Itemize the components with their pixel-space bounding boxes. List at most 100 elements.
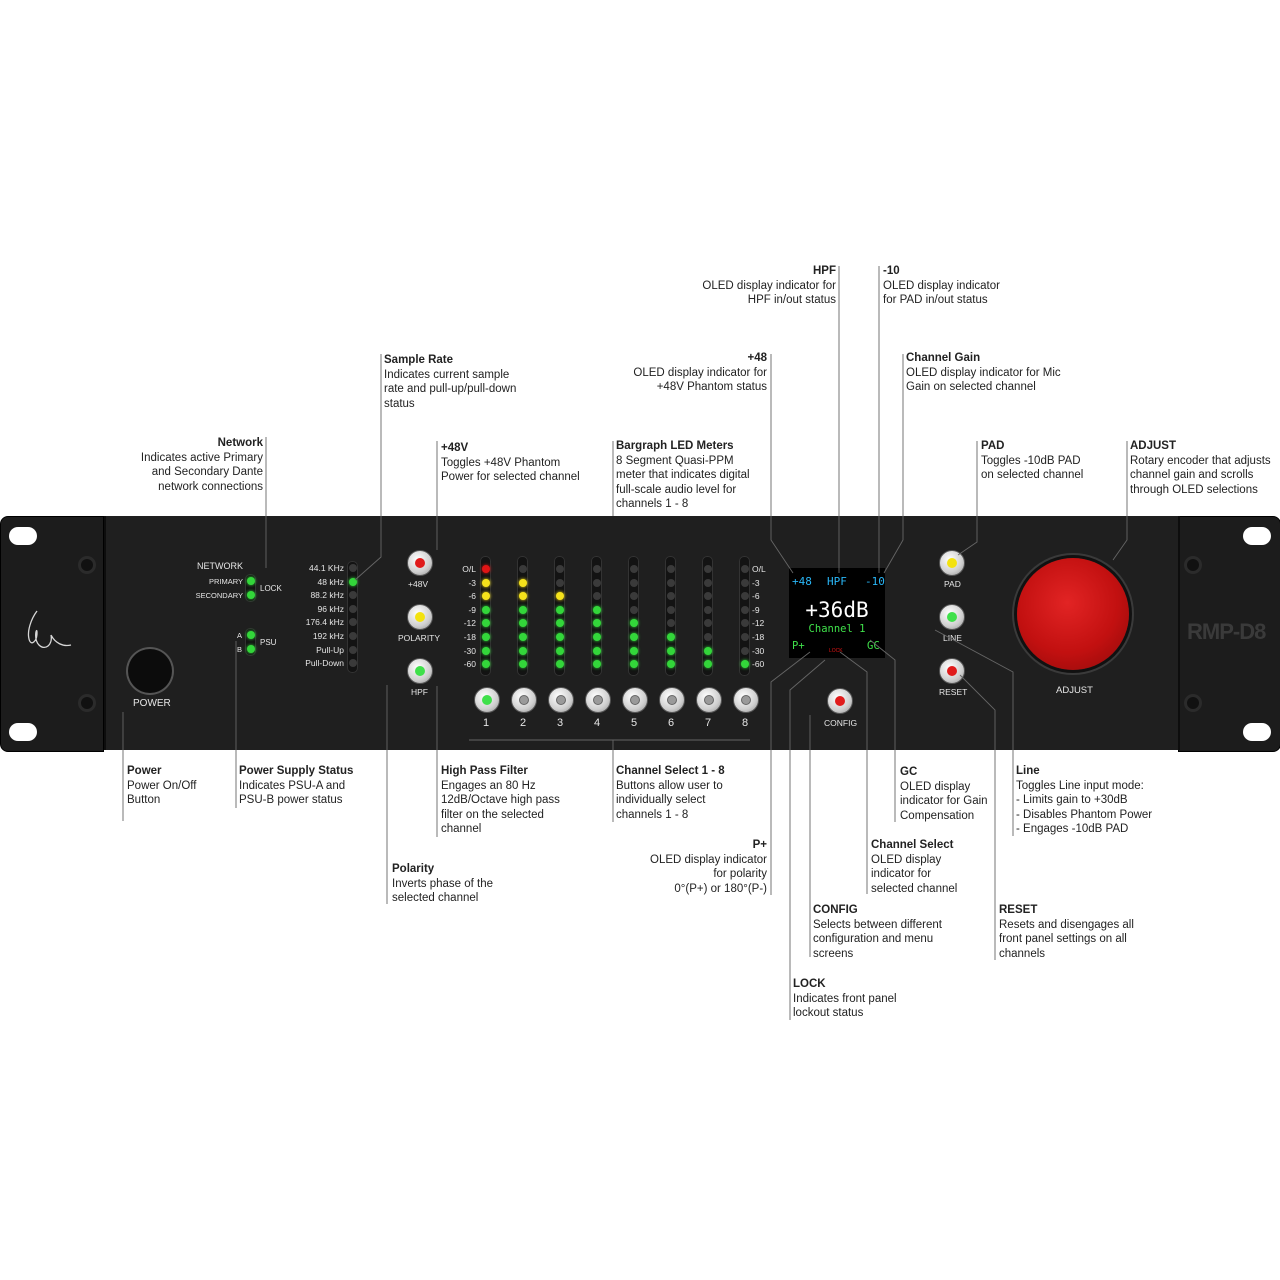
channel-select-button-3[interactable]	[548, 687, 574, 713]
rack-slot	[1243, 527, 1271, 545]
channel-number: 1	[482, 717, 490, 729]
meter-strip	[480, 556, 491, 676]
phantom-48v-button[interactable]	[407, 550, 433, 576]
meter-led	[593, 646, 601, 655]
meter-led	[630, 646, 638, 655]
channel-select-button-5[interactable]	[622, 687, 648, 713]
polarity-button[interactable]	[407, 604, 433, 630]
meter-led	[741, 619, 749, 628]
meter-scale-label-left: O/L	[462, 564, 476, 574]
meter-led	[741, 646, 749, 655]
power-label: POWER	[133, 698, 171, 709]
meter-led	[741, 605, 749, 614]
adjust-knob[interactable]	[1017, 558, 1129, 670]
oled-lock: LOCK	[829, 648, 843, 654]
rack-slot	[9, 723, 37, 741]
channel-select-led	[667, 695, 677, 705]
config-button[interactable]	[827, 688, 853, 714]
psu-b-led	[247, 645, 255, 653]
meter-led	[704, 578, 712, 587]
meter-led	[667, 578, 675, 587]
meter-strip	[554, 556, 565, 676]
sample-rate-label: Pull-Down	[305, 658, 344, 669]
meter-led	[556, 578, 564, 587]
reset-button[interactable]	[939, 658, 965, 684]
sample-rate-led	[349, 564, 357, 572]
primary-led	[247, 577, 255, 585]
model-name: RMP-D8	[1187, 619, 1266, 644]
meter-strip	[702, 556, 713, 676]
channel-select-led	[482, 695, 492, 705]
meter-led	[482, 619, 490, 628]
annotation-polarity-indicator: P+OLED display indicator for polarity 0°…	[650, 839, 767, 895]
oled-polarity: P+	[792, 640, 805, 652]
left-rack-ear	[0, 516, 104, 752]
meter-led	[667, 592, 675, 601]
channel-select-button-7[interactable]	[696, 687, 722, 713]
meter-led	[741, 565, 749, 573]
meter-led	[667, 605, 675, 614]
screw-icon	[1187, 559, 1199, 571]
meter-led	[630, 660, 638, 669]
psu-a-led	[247, 631, 255, 639]
network-led-strip	[245, 574, 256, 602]
sample-rate-led	[349, 591, 357, 600]
oled-gc: GC	[867, 640, 880, 652]
meter-scale-label-right: -18	[752, 632, 765, 642]
psu-label: PSU	[260, 638, 277, 647]
meter-led	[593, 633, 601, 641]
sample-rate-led	[349, 645, 357, 654]
meter-led	[704, 660, 712, 669]
channel-select-led	[741, 695, 751, 705]
channel-select-button-2[interactable]	[511, 687, 537, 713]
meter-led	[593, 660, 601, 669]
meter-led	[630, 605, 638, 614]
meter-led	[630, 619, 638, 628]
line-label: LINE	[943, 633, 962, 643]
front-panel: POWER NETWORK PRIMARY SECONDARY LOCK A B…	[104, 516, 1180, 750]
sample-rate-led	[349, 632, 357, 640]
sample-rate-label: 96 kHz	[317, 603, 344, 614]
sample-rate-label: 88.2 kHz	[310, 590, 344, 601]
right-rack-ear: RMP-D8	[1178, 516, 1280, 752]
meter-scale-label-right: -60	[752, 659, 765, 670]
meter-led	[519, 605, 527, 614]
meter-led	[519, 646, 527, 655]
rack-slot	[1243, 723, 1271, 741]
line-button[interactable]	[939, 604, 965, 630]
meter-led	[519, 592, 527, 601]
channel-select-led	[519, 695, 529, 705]
oled-channel: Channel 1	[808, 623, 866, 635]
power-button[interactable]	[128, 649, 172, 693]
meter-scale-label-left: -60	[463, 659, 476, 670]
sample-rate-label: 48 kHz	[317, 576, 344, 587]
channel-number: 7	[704, 717, 712, 729]
screw-icon	[1187, 697, 1199, 709]
channel-select-button-4[interactable]	[585, 687, 611, 713]
meter-led	[482, 605, 490, 614]
meter-led	[741, 633, 749, 641]
channel-select-button-1[interactable]	[474, 687, 500, 713]
oled-phantom: +48	[792, 575, 812, 588]
channel-select-button-6[interactable]	[659, 687, 685, 713]
channel-select-button-8[interactable]	[733, 687, 759, 713]
pad-button[interactable]	[939, 550, 965, 576]
meter-led	[556, 646, 564, 655]
meter-led	[704, 619, 712, 628]
meter-led	[593, 605, 601, 614]
meter-scale-label-right: -3	[752, 577, 760, 588]
hpf-button[interactable]	[407, 658, 433, 684]
meter-led	[556, 660, 564, 669]
meter-led	[482, 578, 490, 587]
meter-led	[556, 605, 564, 614]
meter-led	[667, 619, 675, 628]
channel-select-led	[630, 695, 640, 705]
